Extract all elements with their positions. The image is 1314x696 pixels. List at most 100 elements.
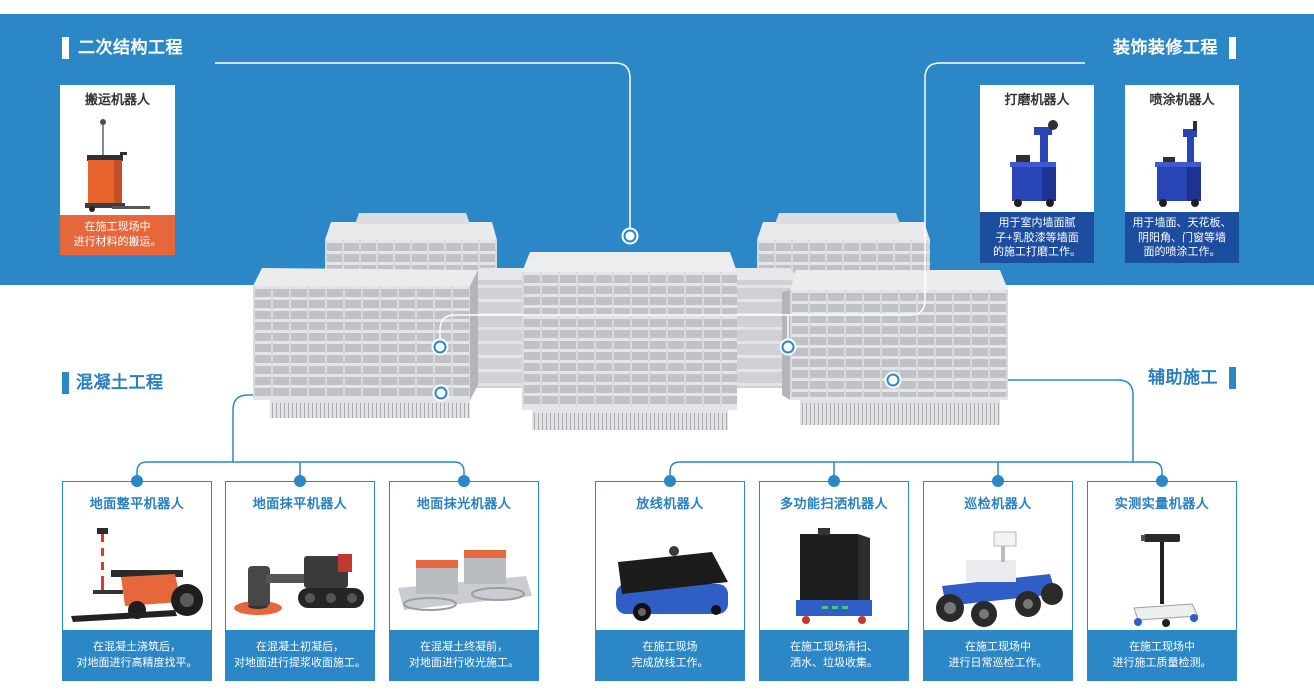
caption-line: 进行日常巡检工作。 <box>948 657 1048 669</box>
building-marker-dot-inner <box>781 340 795 354</box>
floor-leveling-robot-icon <box>63 524 211 630</box>
scaffold-line <box>304 403 305 418</box>
scaffold-line <box>452 403 453 418</box>
scaffold-line <box>614 413 615 430</box>
scaffold-line <box>894 403 895 425</box>
floor-slab <box>325 306 497 309</box>
floor-slab <box>253 397 470 400</box>
column <box>862 290 864 400</box>
scaffold-line <box>994 403 995 425</box>
robot-fork <box>112 206 150 209</box>
scaffold-line <box>610 413 611 430</box>
scaffold-line <box>554 413 555 430</box>
column <box>343 286 345 400</box>
floor-polishing-robot-image <box>398 550 532 611</box>
robot-sensor <box>100 119 106 125</box>
scaffold-line <box>292 403 293 418</box>
robot-mast-stripe <box>101 542 104 548</box>
floor-slab <box>522 338 737 341</box>
column <box>612 272 614 410</box>
card-layout-robot: 放线机器人 在施工现场 完成放线工作。 <box>595 481 745 681</box>
card-grinding-robot: 打磨机器人 用于室内墙面腻 子+乳胶漆等墙面 的施工打磨工作。 <box>980 85 1094 263</box>
building-marker-dot-inner <box>433 340 447 354</box>
scaffold-line <box>706 413 707 430</box>
robot-wheel <box>1159 199 1167 207</box>
column <box>684 272 686 410</box>
robot-mast-top <box>97 528 108 534</box>
scaffold-line <box>448 403 449 418</box>
floor-slab <box>253 352 470 355</box>
floor-polishing-robot-icon <box>390 524 538 630</box>
robot-mast <box>102 123 104 157</box>
scaffold-line <box>384 403 385 418</box>
card-cleaning-robot: 多功能扫洒机器人 在施工现场清扫、 洒水、垃圾收集。 <box>759 481 909 681</box>
scaffold-line <box>906 403 907 425</box>
robot-column <box>248 566 270 606</box>
measuring-robot-icon <box>1088 524 1236 630</box>
robot-platform <box>1155 162 1201 167</box>
connector-bar-auxiliary <box>669 461 1163 481</box>
column <box>970 290 972 400</box>
robot-arm <box>1183 129 1197 137</box>
caption-line: 子+乳胶漆等墙面 <box>995 231 1079 244</box>
column <box>934 290 936 400</box>
column <box>898 290 900 400</box>
robot-wheel <box>711 605 721 615</box>
floor-slab <box>757 295 930 298</box>
scaffold-line <box>638 413 639 430</box>
robot-body-side <box>858 534 870 600</box>
scaffold-line <box>882 403 883 425</box>
floor-slab <box>253 319 470 322</box>
floor-slab <box>790 290 1008 293</box>
scaffold-line <box>846 403 847 425</box>
floor-slab <box>325 295 497 298</box>
grinding-robot-icon <box>980 113 1094 212</box>
floor-troweling-robot-icon <box>226 524 374 630</box>
inspection-robot-icon <box>924 524 1072 630</box>
card-title: 巡检机器人 <box>964 496 1032 511</box>
floor-slab <box>253 308 470 311</box>
scaffold-line <box>870 403 871 425</box>
floor-slab <box>790 378 1008 381</box>
robot-base <box>85 203 125 208</box>
robot-light <box>842 606 848 609</box>
caption-line: 对地面进行收光施工。 <box>409 657 519 669</box>
scaffold-line <box>802 403 803 425</box>
scaffold-line <box>372 403 373 418</box>
card-caption: 在施工现场中 进行施工质量检测。 <box>1088 630 1236 680</box>
caption-line: 在混凝土初凝后， <box>256 641 344 653</box>
scaffold-line <box>336 403 337 418</box>
podium-slab <box>472 369 798 372</box>
robot-platform <box>1010 162 1056 167</box>
scaffold-line <box>910 403 911 425</box>
scaffold-line <box>594 413 595 430</box>
scaffold-line <box>602 413 603 430</box>
scaffold-line <box>432 403 433 418</box>
card-caption: 在施工现场中 进行日常巡检工作。 <box>924 630 1072 680</box>
scaffold-line <box>950 403 951 425</box>
floor-slab <box>253 330 470 333</box>
robot-body <box>1157 167 1187 201</box>
floor-slab <box>522 407 737 410</box>
caption-line: 完成放线工作。 <box>631 657 709 669</box>
robot-mast-stripe <box>101 556 104 562</box>
scaffold-line <box>566 413 567 430</box>
scaffold-line <box>902 403 903 425</box>
scaffold-line <box>436 403 437 418</box>
scaffold-line <box>642 413 643 430</box>
caption-line: 阴阳角、门窗等墙 <box>1138 231 1226 244</box>
robot-wheel <box>1190 614 1198 622</box>
caption-line: 进行施工质量检测。 <box>1112 657 1212 669</box>
scaffold-line <box>886 403 887 425</box>
floor-slab <box>522 327 737 330</box>
scaffold-line <box>918 403 919 425</box>
column <box>397 286 399 400</box>
robot-light <box>832 606 838 609</box>
card-spraying-robot: 喷涂机器人 用于墙面、天花板、 阴阳角、门窗等墙 面的喷涂工作。 <box>1125 85 1239 263</box>
scaffold-line <box>850 403 851 425</box>
floor-slab <box>522 305 737 308</box>
scaffold-line <box>396 403 397 418</box>
robot-mast-stripe <box>101 570 104 576</box>
scaffold-line <box>440 403 441 418</box>
robot-track-wheel <box>326 593 336 603</box>
